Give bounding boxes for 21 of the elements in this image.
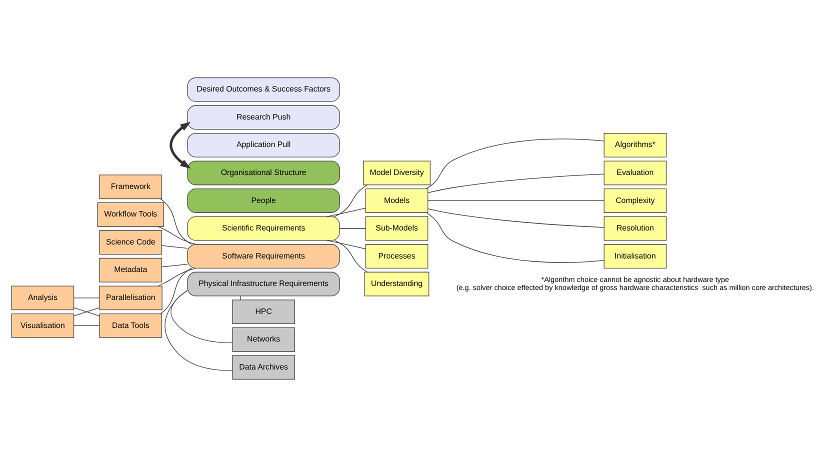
connector (157, 268, 196, 286)
connector (326, 208, 366, 217)
arrow (169, 122, 190, 169)
connector (164, 290, 232, 371)
connector (338, 228, 366, 229)
connector (239, 296, 241, 300)
connector (427, 208, 604, 228)
connector (427, 174, 604, 194)
connector (334, 184, 368, 217)
connector (427, 200, 604, 202)
connector (161, 245, 188, 249)
connector (426, 212, 604, 263)
connector (157, 226, 196, 245)
connector (160, 198, 192, 245)
connector (73, 325, 100, 326)
label: *Algorithm choice cannot be agnostic about hardware type (e.g. solver choice effected by knowledge of gross hardware characteristics such as million core architectures). (456, 274, 814, 292)
connector (326, 240, 366, 250)
connector (161, 264, 188, 268)
connector (334, 240, 368, 272)
connector (160, 268, 192, 314)
connector (426, 138, 604, 190)
